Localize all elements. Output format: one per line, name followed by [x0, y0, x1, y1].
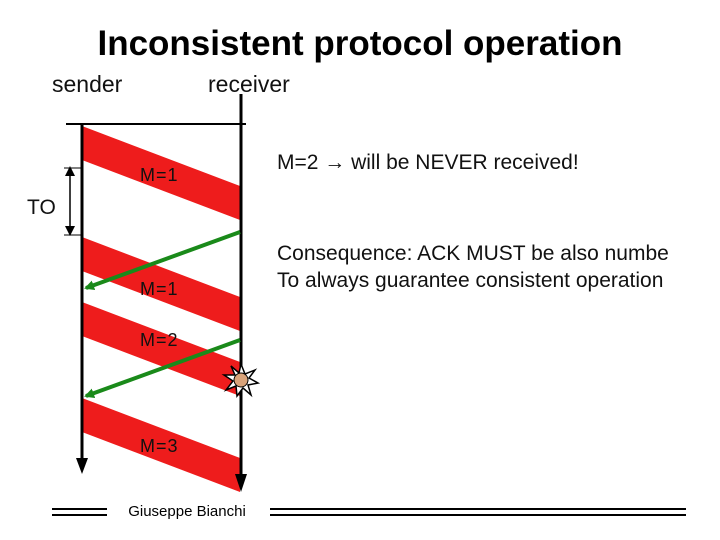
loss-burst-icon: [221, 361, 261, 398]
page-title: Inconsistent protocol operation: [97, 24, 623, 63]
frame-m1-first: [82, 126, 240, 220]
never-received-note: M=2 → will be NEVER received!: [277, 151, 579, 174]
consequence-note: Consequence: ACK MUST be also numbe To a…: [277, 240, 669, 294]
frame-m2: [82, 302, 240, 396]
message-label-m1-first: M=1: [140, 165, 179, 185]
footer-rule-left: [52, 508, 107, 516]
consequence-line-2: To always guarantee consistent operation: [277, 269, 664, 292]
footer-author: Giuseppe Bianchi: [128, 503, 246, 520]
sender-axis-arrowhead: [76, 458, 88, 474]
frame-m1-retransmit: [82, 237, 240, 331]
message-label-m2: M=2: [140, 330, 179, 350]
timeout-arrow-down: [65, 226, 75, 236]
timeout-arrow-up: [65, 166, 75, 176]
receiver-axis-arrowhead: [235, 474, 247, 492]
consequence-line-1: Consequence: ACK MUST be also numbe: [277, 242, 669, 265]
ack-arrow-2: [84, 338, 241, 398]
timeout-label: TO: [27, 196, 56, 219]
frame-m3: [82, 398, 240, 492]
footer-rule-right: [270, 508, 686, 516]
ack-arrow-1: [84, 230, 241, 290]
message-label-m3: M=3: [140, 436, 179, 456]
sender-label: sender: [52, 71, 123, 97]
receiver-label: receiver: [208, 71, 290, 97]
message-label-m1-retransmit: M=1: [140, 279, 179, 299]
